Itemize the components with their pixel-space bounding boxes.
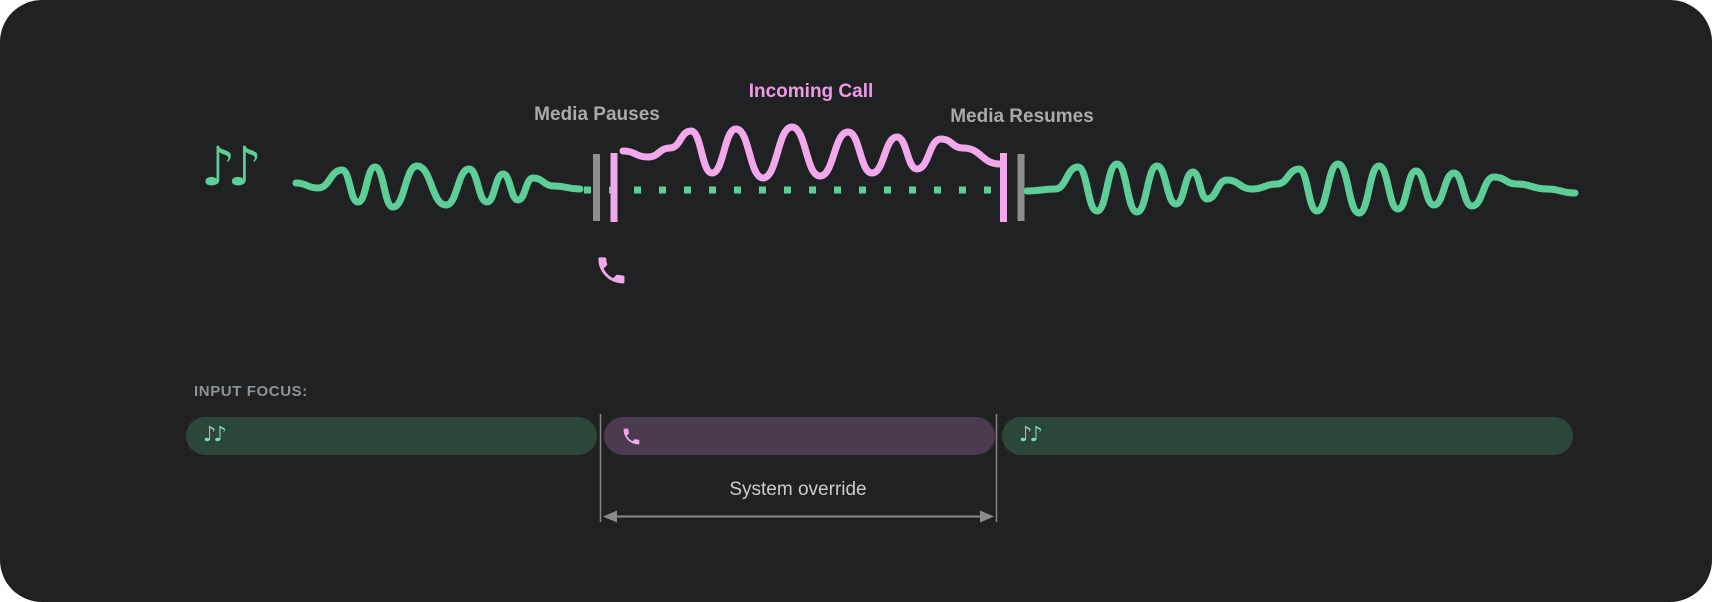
media-waveform-right (1023, 160, 1579, 217)
incoming-call-label: Incoming Call (748, 81, 874, 102)
call-waveform (619, 123, 1004, 182)
resume-marker-pink-bar (1000, 153, 1007, 222)
override-arrowhead-right-icon (980, 510, 994, 523)
media-pauses-label: Media Pauses (534, 104, 660, 125)
system-override-label: System override (729, 479, 867, 500)
music-notes-icon: ♪♪ (1019, 422, 1043, 446)
override-arrowhead-left-icon (603, 510, 617, 523)
media-resumes-label: Media Resumes (950, 106, 1094, 127)
phone-icon (598, 257, 625, 284)
input-focus-heading: INPUT FOCUS: (194, 383, 308, 400)
resume-marker-gray-bar (1017, 154, 1025, 221)
music-notes-icon: ♪♪ (201, 135, 262, 198)
pause-marker-gray-bar (593, 154, 600, 221)
focus-segment-media-after-call: ♪♪ (1002, 417, 1573, 455)
phone-icon (623, 428, 640, 444)
focus-segment-media-before-call: ♪♪ (186, 417, 597, 455)
pause-marker-pink-bar (610, 153, 618, 222)
focus-segment-incoming-call (604, 417, 995, 455)
music-notes-icon: ♪♪ (203, 422, 227, 446)
media-waveform-left (292, 162, 584, 211)
